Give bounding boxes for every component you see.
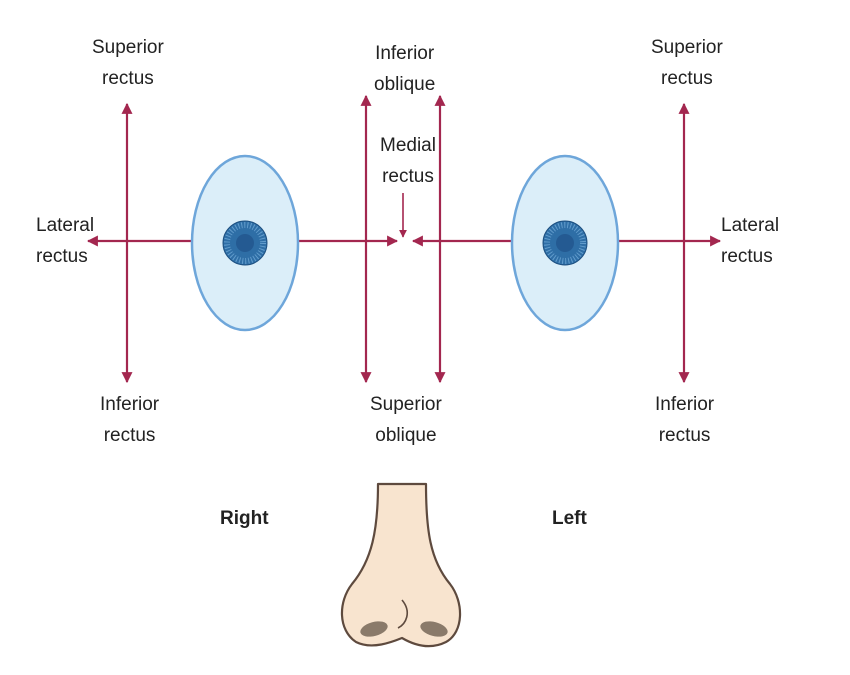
label-line: Inferior <box>100 394 160 415</box>
label-line: Inferior <box>375 43 435 64</box>
right-eye <box>190 154 300 332</box>
label-line: rectus <box>721 246 773 267</box>
inferior-oblique-label: Inferior oblique <box>374 38 435 100</box>
label-line: Inferior <box>655 394 715 415</box>
left-lateral-rectus-label: Lateral rectus <box>721 210 779 272</box>
right-inferior-rectus-label: Inferior rectus <box>100 389 159 451</box>
label-line: rectus <box>382 166 434 187</box>
left-eye <box>510 154 620 332</box>
left-side-label: Left <box>552 508 587 529</box>
label-line: Superior <box>651 37 723 58</box>
right-superior-rectus-label: Superior rectus <box>92 32 164 94</box>
label-line: rectus <box>658 425 711 446</box>
label-line: Superior <box>370 394 442 415</box>
label-line: oblique <box>375 425 437 446</box>
label-line: Medial <box>380 135 436 156</box>
label-line: Lateral <box>36 215 95 236</box>
label-line: rectus <box>103 425 156 446</box>
label-line: rectus <box>102 68 154 89</box>
label-line: oblique <box>374 74 436 95</box>
right-lateral-rectus-label: Lateral rectus <box>36 210 94 272</box>
medial-rectus-label: Medial rectus <box>380 130 436 192</box>
right-side-label: Right <box>220 508 269 529</box>
label-line: Lateral <box>721 215 780 236</box>
superior-oblique-label: Superior oblique <box>370 389 442 451</box>
left-superior-rectus-label: Superior rectus <box>651 32 723 94</box>
label-line: rectus <box>661 68 713 89</box>
left-inferior-rectus-label: Inferior rectus <box>655 389 714 451</box>
nose-illustration <box>340 482 462 648</box>
label-line: rectus <box>36 246 88 267</box>
label-line: Superior <box>92 37 164 58</box>
